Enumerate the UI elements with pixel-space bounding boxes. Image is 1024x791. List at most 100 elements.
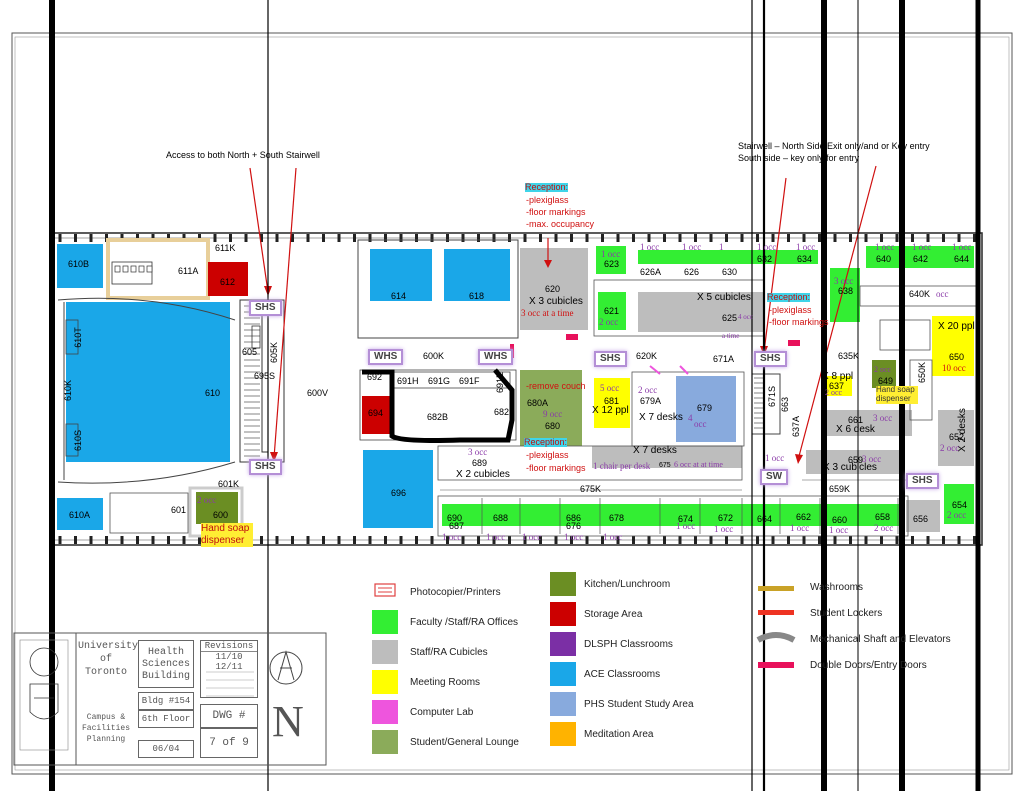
capacity-note: 3 occ (468, 447, 488, 457)
annotation-stair-north: Stairwell – North Side Exit only/and or … (738, 141, 930, 151)
tb-sheet: 7 of 9 (200, 728, 258, 758)
legend-label: Mechanical Shaft and Elevators (810, 634, 951, 645)
room-label: 689 (472, 458, 488, 468)
room-label: 695S (254, 371, 276, 381)
room-label: 610T (72, 327, 83, 348)
capacity-note: 1 occ (601, 249, 621, 259)
photocopier-icon (372, 580, 398, 604)
room-label: 634 (797, 254, 813, 264)
tb-dwg: DWG # (200, 704, 258, 728)
capacity-note: 1 occ (522, 532, 542, 542)
capacity-note: 2 occ (874, 523, 894, 533)
capacity-note: 1 (719, 242, 724, 252)
room-label: 610B (68, 259, 90, 269)
room-650 (932, 316, 974, 376)
reception-3-title: Reception: (524, 437, 568, 447)
legend-label: Student Lockers (810, 608, 883, 619)
capacity-note: 1 occ (564, 532, 584, 542)
capacity-note: 1 occ (790, 523, 810, 533)
capacity-note: X 2 cubicles (456, 469, 510, 480)
legend-label: Kitchen/Lunchroom (584, 579, 671, 590)
capacity-note: a time (722, 332, 740, 340)
room-600 (196, 492, 238, 524)
annotation-stair-south: South side – key only for entry (738, 153, 860, 163)
capacity-note: 4 occ (738, 313, 753, 321)
tb-bldg-line2: Sciences (141, 659, 190, 670)
tb-rev-title: Revisions (201, 641, 257, 652)
capacity-note: X 8 ppl (822, 371, 854, 382)
room-label: 691G (428, 376, 451, 386)
room-label: 676 (566, 521, 582, 531)
room-label: 620K (636, 351, 658, 361)
legend-label: Photocopier/Printers (410, 587, 501, 598)
reception-1-line2: -floor markings (526, 207, 586, 217)
legend-swatch (550, 572, 576, 596)
capacity-note: X 6 desk (836, 424, 875, 435)
room-610 (66, 302, 230, 462)
room-label: 650K (917, 361, 928, 384)
room-label: 675K (580, 484, 602, 494)
tb-univ-line2: of Toronto (84, 654, 127, 678)
tb-cfp: Campus & Facilities Planning (78, 712, 134, 756)
room-label: 626A (640, 267, 662, 277)
capacity-note: 1 occ (603, 532, 623, 542)
room-label: 679 (697, 403, 713, 413)
tag-shs-1: SHS (249, 300, 282, 316)
room-618 (444, 249, 510, 301)
tag-shs-2: SHS (249, 459, 282, 475)
room-label: 610S (73, 429, 84, 452)
capacity-note: 2 occ (940, 443, 960, 453)
capacity-note: 2 occ (825, 388, 843, 397)
room-label: 621 (604, 306, 620, 316)
room-label: 662 (796, 512, 812, 522)
room-label: 600K (423, 351, 445, 361)
capacity-note: X 3 cubicles (823, 462, 877, 473)
capacity-note: 2 occ (599, 317, 619, 327)
capacity-note: 1 occ (757, 242, 777, 252)
annotation-hand-soap-2: Hand soap dispenser (876, 385, 918, 404)
room-label: 601K (218, 479, 240, 489)
room-652 (938, 410, 974, 466)
room-649 (872, 360, 896, 388)
legend-label: Student/General Lounge (410, 737, 519, 748)
room-661 (822, 410, 912, 436)
room-label: 644 (954, 254, 970, 264)
tag-shs-4: SHS (754, 351, 787, 367)
room-label: 649 (878, 376, 894, 386)
room-label: 600V (307, 388, 329, 398)
room-label: 678 (609, 513, 625, 523)
room-label: 690 (447, 513, 463, 523)
north-arrow-label: N (272, 697, 304, 746)
capacity-note: 1 occ (682, 242, 702, 252)
room-625 (638, 292, 764, 332)
room-label: 610 (205, 388, 221, 398)
room-label: 637A (791, 415, 802, 438)
capacity-note: 2 occ (638, 385, 658, 395)
annotation-hand-soap-1: Hand soap dispenser (201, 523, 253, 547)
legend-swatch (550, 662, 576, 686)
room-label: 640 (876, 254, 892, 264)
capacity-note: 3 occ (873, 413, 893, 423)
room-label: 620 (545, 284, 561, 294)
room-640 (866, 246, 974, 268)
room-label: 605K (269, 341, 280, 364)
room-label: 605 (242, 347, 258, 357)
capacity-note: 10 occ (942, 363, 966, 373)
room-label: 600 (213, 510, 229, 520)
room-label: 691H (397, 376, 419, 386)
tag-sw: SW (760, 469, 789, 485)
legend-label: PHS Student Study Area (584, 699, 694, 710)
room-label: 681 (604, 396, 620, 406)
room-638 (830, 268, 860, 322)
reception-2-line2: -floor markings (769, 317, 829, 327)
room-label: 682B (427, 412, 449, 422)
capacity-note: occ (694, 419, 707, 429)
room-675 (592, 446, 742, 468)
legend-swatch (550, 692, 576, 716)
capacity-note: 4 (688, 413, 693, 423)
room-label: 694 (368, 408, 384, 418)
room-label: 626 (684, 267, 700, 277)
capacity-note: 1 occ (829, 525, 849, 535)
tb-rev-1: 11/10 (215, 652, 243, 662)
room-label: 688 (493, 513, 509, 523)
